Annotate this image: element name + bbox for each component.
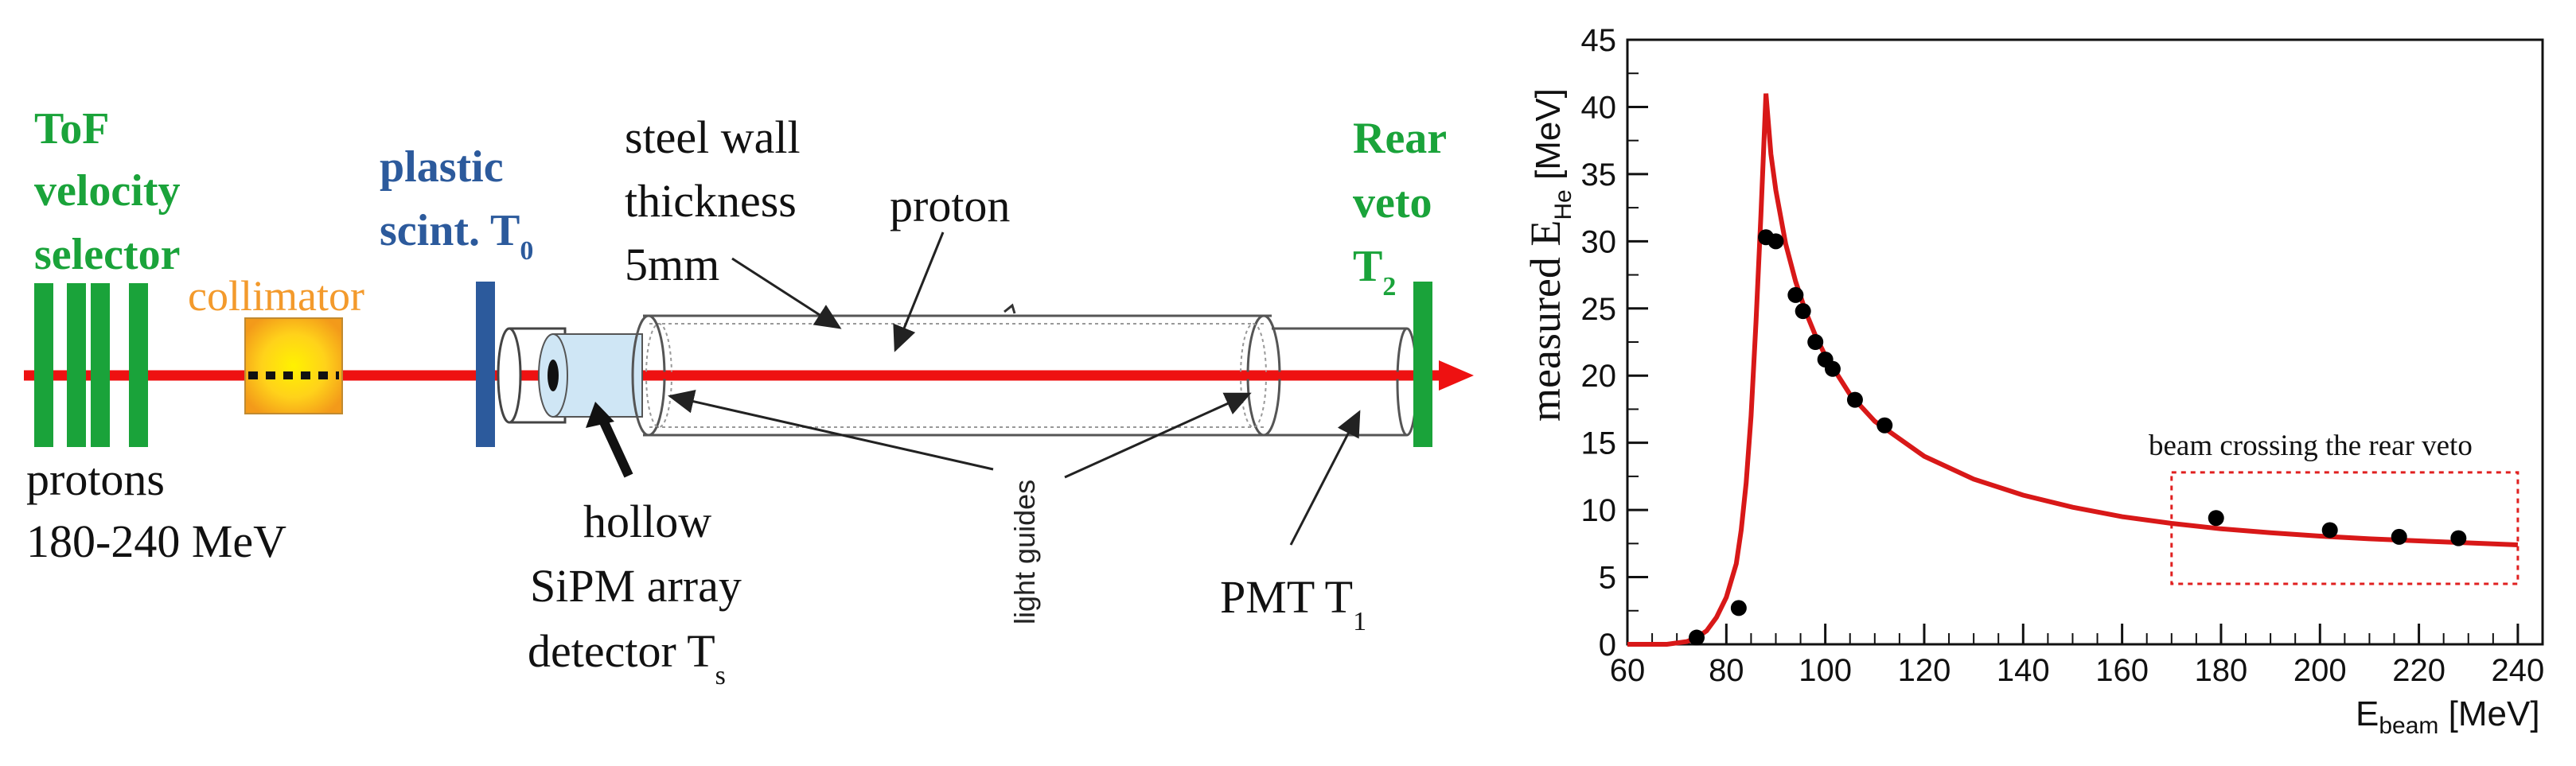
sipm-array-hole — [548, 360, 559, 391]
data-point — [1730, 600, 1747, 616]
data-point — [1876, 417, 1893, 434]
light-guide-arrow-right — [1064, 392, 1252, 479]
energy-chart: 0 5 10 15 20 25 30 35 40 45 60 80 100 120 140 160 180 20… — [1522, 23, 2544, 739]
sipm-label-line2: SiPM array — [530, 560, 742, 612]
tof-bar-2 — [67, 283, 86, 447]
x-tick-label: 200 — [2293, 653, 2347, 688]
pmt-label: PMT T1 — [1220, 571, 1366, 636]
sipm-label-line1: hollow — [583, 496, 711, 547]
proton-arrow — [893, 231, 945, 352]
rear-veto-annotation: beam crossing the rear veto — [2149, 430, 2473, 462]
x-tick-label: 120 — [1898, 653, 1951, 688]
collimator-label: collimator — [188, 272, 364, 320]
y-axis-label: measured EHe [MeV] — [1522, 88, 1576, 422]
steel-wall-label-line1: steel wall — [625, 111, 801, 163]
data-point — [2321, 522, 2338, 539]
detector-diagram: ToF velocity selector Rear veto T2 colli… — [24, 104, 1474, 690]
rear-veto-label-line3: T2 — [1353, 242, 1396, 301]
x-axis-label: Ebeam [MeV] — [2356, 694, 2540, 739]
rear-veto-t2 — [1413, 282, 1432, 447]
tof-bar-4 — [129, 283, 148, 447]
data-point — [2450, 530, 2467, 546]
data-point — [2391, 528, 2407, 545]
data-point — [2208, 510, 2224, 527]
fit-curve — [1627, 93, 2519, 647]
y-tick-label: 30 — [1581, 224, 1617, 259]
x-tick-label: 100 — [1799, 653, 1852, 688]
pmt-arrow — [1289, 410, 1361, 546]
steel-wall-label-line3: 5mm — [625, 239, 719, 290]
tof-bar-1 — [34, 283, 53, 447]
data-point — [1824, 360, 1841, 377]
x-tick-label: 180 — [2195, 653, 2248, 688]
data-point — [1846, 391, 1863, 408]
y-tick-label: 35 — [1581, 157, 1617, 192]
x-tick-label: 160 — [2095, 653, 2149, 688]
plastic-label-line2: scint. T0 — [380, 206, 533, 266]
data-points — [1689, 229, 2467, 646]
x-tick-label: 240 — [2492, 653, 2545, 688]
protons-label-line2: 180-240 MeV — [26, 515, 286, 567]
steel-wall-label-line2: thickness — [625, 175, 797, 227]
y-tick-label: 45 — [1581, 23, 1617, 58]
rear-veto-annotation-box — [2170, 471, 2519, 585]
collimator-block — [244, 317, 343, 414]
x-tick-label: 60 — [1610, 653, 1646, 688]
x-tick-label: 220 — [2392, 653, 2445, 688]
y-tick-label: 10 — [1581, 493, 1617, 528]
data-point — [1787, 286, 1804, 303]
y-tick-label: 20 — [1581, 359, 1617, 394]
y-tick-label: 5 — [1599, 561, 1616, 596]
x-tick-label: 80 — [1709, 653, 1744, 688]
rear-veto-label-line1: Rear — [1353, 114, 1447, 163]
y-axis-ticks: 0 5 10 15 20 25 30 35 40 45 — [1581, 23, 1648, 663]
tof-label-line3: selector — [34, 230, 180, 279]
protons-label-line1: protons — [26, 453, 165, 505]
light-guides-label: light guides — [1008, 480, 1041, 624]
steel-wall-arrow — [731, 257, 842, 329]
tof-label-line2: velocity — [34, 166, 180, 216]
data-point — [1807, 334, 1824, 350]
x-tick-label: 140 — [1997, 653, 2050, 688]
sipm-label-line3: detector Ts — [528, 625, 726, 690]
tof-bar-3 — [91, 283, 110, 447]
data-point — [1767, 233, 1784, 250]
data-point — [1795, 303, 1811, 320]
y-tick-label: 0 — [1599, 628, 1616, 663]
y-tick-label: 15 — [1581, 426, 1617, 461]
x-axis-ticks: 60 80 100 120 140 160 180 200 220 240 — [1610, 624, 2545, 688]
plastic-scintillator-t0 — [476, 282, 495, 447]
y-tick-label: 25 — [1581, 292, 1617, 327]
light-guide-arrow-left — [668, 390, 994, 471]
tof-label-line1: ToF — [34, 104, 109, 154]
proton-label: proton — [890, 180, 1010, 231]
sipm-arrowhead — [586, 402, 614, 428]
beam-arrowhead — [1439, 360, 1474, 391]
rear-veto-label-line2: veto — [1353, 178, 1432, 227]
data-point — [1689, 629, 1705, 646]
plastic-label-line1: plastic — [380, 142, 504, 192]
sipm-arrow — [596, 413, 633, 478]
y-tick-label: 40 — [1581, 90, 1617, 125]
